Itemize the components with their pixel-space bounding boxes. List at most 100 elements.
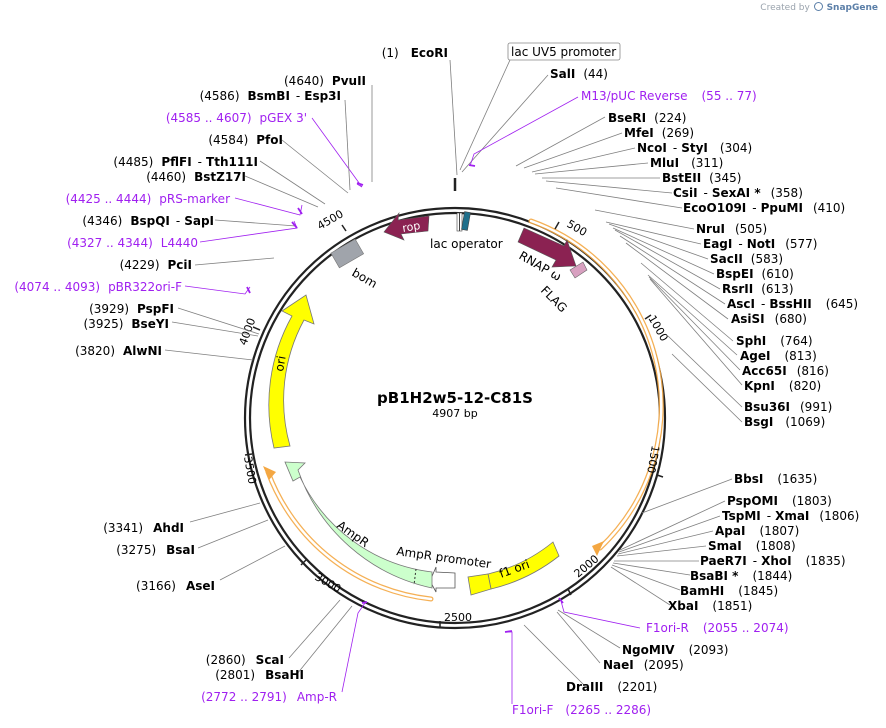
site-f1orif[interactable]: F1ori-F(2265 .. 2286) (512, 703, 651, 717)
site-eagi[interactable]: EagI-NotI(577) (703, 237, 817, 251)
site-acc65i[interactable]: Acc65I(816) (742, 364, 829, 378)
site-bsabi[interactable]: BsaBI *(1844) (690, 569, 792, 583)
site-bseyi[interactable]: (3925)BseYI (84, 317, 170, 331)
site-bsahi[interactable]: (2801)BsaHI (215, 668, 304, 682)
site-mlui-pos: (311) (691, 156, 723, 170)
site-sphi[interactable]: SphI(764) (736, 334, 813, 348)
site-apai-pos: (1807) (759, 524, 799, 538)
tick-1000 (644, 314, 652, 320)
site-bstz17i-pos: (4460) (146, 170, 186, 184)
site-bsgi[interactable]: BsgI(1069) (744, 415, 825, 429)
site-l4440[interactable]: (4327 .. 4344)L4440 (67, 236, 198, 250)
site-nrui[interactable]: NruI(505) (696, 222, 767, 236)
site-sali[interactable]: SalI(44) (550, 67, 608, 81)
site-bamhi[interactable]: BamHI(1845) (680, 584, 778, 598)
site-pflfi-pos: (4485) (113, 155, 153, 169)
site-pfoi[interactable]: (4584)PfoI (208, 133, 283, 147)
leader-asci (619, 235, 726, 305)
site-pgex[interactable]: (4585 .. 4607)pGEX 3' (166, 111, 307, 125)
site-mlui-name: MluI (650, 156, 679, 170)
site-ahdi[interactable]: (3341)AhdI (103, 521, 184, 535)
bom-feature[interactable] (330, 238, 365, 269)
site-scai[interactable]: (2860)ScaI (206, 653, 284, 667)
site-eco[interactable]: EcoO109I-PpuMI(410) (683, 201, 845, 215)
site-smai[interactable]: SmaI(1808) (708, 539, 796, 553)
site-bsmbi[interactable]: (4586)BsmBI-Esp3I (200, 89, 341, 103)
site-bspei-name: BspEI (716, 267, 754, 281)
leader-pcii (194, 257, 275, 266)
site-ecori[interactable]: (1)EcoRI (382, 46, 448, 60)
site-kpni[interactable]: KpnI(820) (744, 379, 821, 393)
leader-naei (556, 611, 601, 664)
flag-feature[interactable] (569, 261, 588, 279)
leader-mfei (523, 132, 623, 169)
site-apai[interactable]: ApaI(1807) (715, 524, 799, 538)
tick-label-1500: 1500 (644, 444, 662, 474)
site-ngomiv[interactable]: NgoMIV(2093) (622, 643, 728, 657)
site-csii[interactable]: CsiI-SexAI *(358) (673, 186, 803, 200)
site-pspfi[interactable]: (3929)PspFI (89, 302, 174, 316)
site-pvuii[interactable]: (4640)PvuII (284, 74, 366, 88)
site-paer7i[interactable]: PaeR7I-XhoI(1835) (700, 554, 846, 568)
rnap-omega-feature[interactable] (517, 227, 577, 268)
site-tspmi[interactable]: TspMI-XmaI(1806) (722, 509, 859, 523)
ampr-feature[interactable] (284, 461, 433, 589)
leader-bseyi (171, 321, 259, 337)
ampr-promoter-feature[interactable] (429, 566, 456, 593)
credit-text: Created by (760, 3, 810, 13)
site-ncoi[interactable]: NcoI-StyI(304) (637, 141, 752, 155)
site-xbai[interactable]: XbaI(1851) (668, 599, 752, 613)
site-pspomi[interactable]: PspOMI(1803) (727, 494, 832, 508)
rop-feature[interactable] (383, 211, 430, 241)
site-bsu36i[interactable]: Bsu36I(991) (744, 400, 832, 414)
snapgene-logo-icon (813, 2, 823, 11)
site-sacii[interactable]: SacII(583) (710, 252, 783, 266)
site-bbsi[interactable]: BbsI(1635) (734, 472, 817, 486)
site-eco-name2: PpuMI (761, 201, 803, 215)
site-f1orir[interactable]: F1ori-R(2055 .. 2074) (646, 621, 789, 635)
site-m13[interactable]: M13/pUC Reverse(55 .. 77) (581, 89, 757, 103)
leader-ahdi (189, 502, 261, 523)
ampr-dotted-line (413, 568, 417, 586)
primer-mark-l4440 (291, 221, 298, 229)
site-alwni[interactable]: (3820)AlwNI (75, 344, 162, 358)
site-bstz17i[interactable]: (4460)BstZ17I (146, 170, 246, 184)
site-mfei[interactable]: MfeI(269) (624, 126, 694, 140)
leader-ngomiv (557, 609, 621, 649)
site-rsrii[interactable]: RsrII(613) (722, 282, 794, 296)
site-nrui-name: NruI (696, 222, 725, 236)
lac-operator-feature[interactable] (461, 211, 471, 231)
site-paer7i-dash: - (753, 554, 757, 568)
site-bspqi[interactable]: (4346)BspQI-SapI (82, 214, 214, 228)
site-bspei[interactable]: BspEI(610) (716, 267, 794, 281)
site-asci[interactable]: AscI-BssHII(645) (727, 297, 858, 311)
site-naei[interactable]: NaeI(2095) (603, 658, 684, 672)
site-pcii[interactable]: (4229)PciI (120, 258, 192, 272)
site-csii-name: CsiI (673, 186, 698, 200)
credit-brand: SnapGene (826, 3, 878, 13)
site-agei[interactable]: AgeI(813) (740, 349, 817, 363)
site-ampr-primer[interactable]: (2772 .. 2791)Amp-R (201, 690, 337, 704)
site-scai-pos: (2860) (206, 653, 246, 667)
site-pbr322[interactable]: (4074 .. 4093)pBR322ori-F (14, 280, 182, 294)
ori-feature[interactable] (268, 294, 315, 449)
site-draiii[interactable]: DraIII(2201) (566, 680, 657, 694)
site-bsai[interactable]: (3275)BsaI (116, 543, 195, 557)
site-pflfi[interactable]: (4485)PflFI-Tth111I (113, 155, 258, 169)
site-prs[interactable]: (4425 .. 4444)pRS-marker (66, 192, 230, 206)
f1-ori-feature[interactable] (467, 573, 492, 596)
site-mlui[interactable]: MluI (311) (650, 156, 723, 170)
leader-bsai (197, 519, 269, 549)
site-bseri[interactable]: BseRI(224) (608, 111, 686, 125)
site-bsteii[interactable]: BstEII(345) (662, 171, 741, 185)
site-bsgi-pos: (1069) (785, 415, 825, 429)
site-smai-name: SmaI (708, 539, 742, 553)
site-asei[interactable]: (3166)AseI (136, 579, 215, 593)
bom-label: bom (350, 265, 380, 290)
site-bsahi-name: BsaHI (265, 668, 304, 682)
site-asisi[interactable]: AsiSI(680) (731, 312, 807, 326)
lac-uv5-promoter-box[interactable] (507, 42, 621, 61)
primer-mark-f1orir (558, 597, 564, 604)
site-pspfi-pos: (3929) (89, 302, 129, 316)
leader-l4440 (199, 220, 298, 243)
